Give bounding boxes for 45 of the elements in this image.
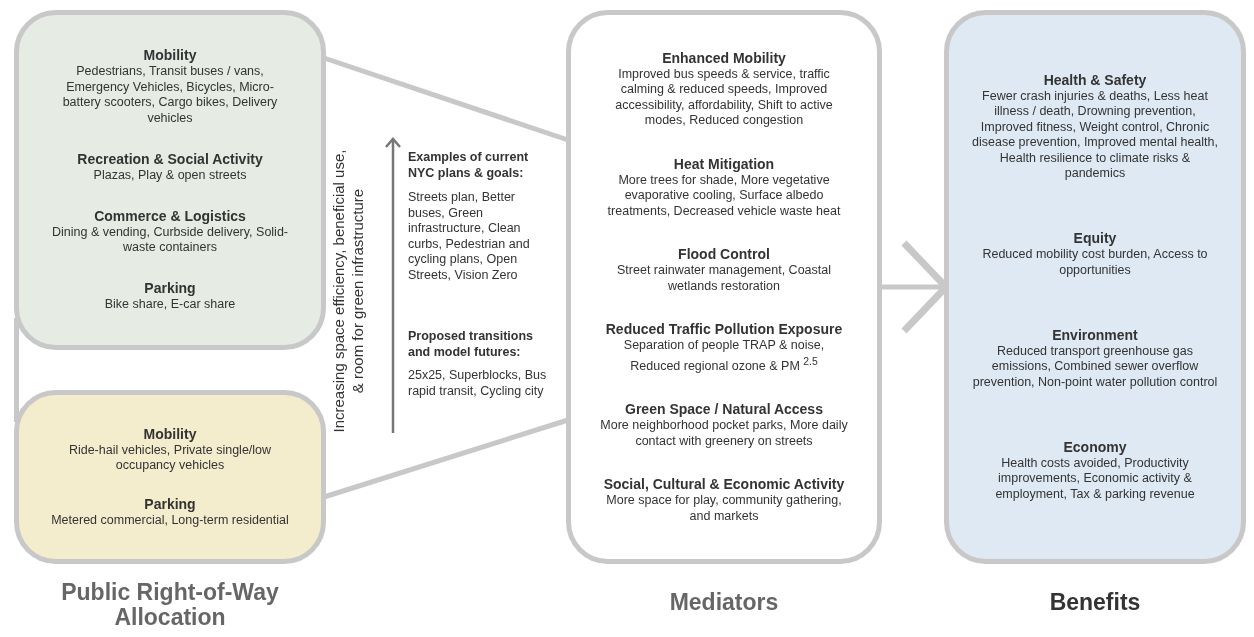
description-text: Pedestrians, Transit buses / vans, Emergency Vehicles, Bicycles, Micro-battery scooters, Cargo bikes, Delivery vehicles	[61, 64, 279, 127]
description-text: Health costs avoided, Productivity improvements, Economic activity & employment, Tax & parking revenue	[994, 455, 1196, 503]
description-text: Reduced mobility cost burden, Access to opportunities	[981, 247, 1209, 279]
section-heading: Proposed transitions and model futures:	[408, 329, 535, 361]
description-text: Street rainwater management, Coastal wetlands restoration	[616, 263, 832, 295]
section-heading: Reduced Traffic Pollution Exposure	[605, 321, 843, 339]
description-text: Metered commercial, Long-term residential	[51, 513, 289, 529]
description-text: Separation of people TRAP & noise, Reduced regional ozone & PM $^{2.5}$	[622, 338, 826, 375]
section-heading: Recreation & Social Activity	[77, 150, 263, 168]
description-text: 25x25, Superblocks, Bus rapid transit, Cycling city	[408, 368, 548, 399]
axis-label: Increasing space efficiency, beneficial use, & room for green infrastructure	[330, 148, 367, 435]
section-heading: Parking	[144, 280, 196, 298]
section-heading: Heat Mitigation	[673, 155, 775, 173]
rounded-panel	[14, 10, 326, 350]
section-heading: Enhanced Mobility	[662, 49, 786, 67]
description-text: Improved bus speeds & service, traffic calming & reduced speeds, Improved accessibility, affordability, Shift to active modes, Reduced congestion	[614, 66, 834, 129]
description-text: More space for play, community gathering, and markets	[605, 493, 843, 525]
section-heading: Health & Safety	[1043, 71, 1147, 89]
description-text: Streets plan, Better buses, Green infrastructure, Clean curbs, Pedestrian and cycling plans, Open Streets, Vision Zero	[408, 190, 531, 283]
description-text: Reduced transport greenhouse gas emissions, Combined sewer overflow prevention, Non-point water pollution control	[971, 343, 1219, 391]
section-heading: Green Space / Natural Access	[625, 401, 823, 419]
section-heading: Mobility	[143, 47, 197, 65]
section-heading: Environment	[1052, 326, 1138, 344]
rounded-panel	[944, 10, 1246, 564]
section-heading: Social, Cultural & Economic Activity	[603, 476, 845, 494]
section-heading: Parking	[144, 496, 196, 513]
description-text: Plazas, Play & open streets	[93, 167, 247, 184]
rounded-panel	[14, 390, 326, 564]
column-title: Mediators	[668, 590, 780, 615]
connector-line	[14, 318, 19, 422]
section-heading: Economy	[1063, 438, 1127, 456]
description-text: More trees for shade, More vegetative evaporative cooling, Surface albedo treatments, Decreased vehicle waste heat	[606, 172, 842, 220]
description-text: Fewer crash injuries & deaths, Less heat illness / death, Drowning prevention, Improved fitness, Weight control, Chronic disease prevention, Improved mental health, Health resilience to climate risks & pandemics	[971, 88, 1219, 182]
column-title: Benefits	[1048, 590, 1142, 615]
section-heading: Commerce & Logistics	[94, 207, 246, 225]
section-heading: Equity	[1073, 230, 1117, 248]
rounded-panel	[566, 10, 882, 564]
description-text: More neighborhood pocket parks, More daily contact with greenery on streets	[599, 418, 849, 450]
column-title: Public Right-of-Way Allocation	[60, 580, 280, 630]
section-heading: Examples of current NYC plans & goals:	[408, 150, 530, 182]
section-heading: Mobility	[143, 425, 197, 443]
description-text: Bike share, E-car share	[104, 297, 236, 313]
section-heading: Flood Control	[678, 246, 770, 264]
description-text: Ride-hail vehicles, Private single/low occupancy vehicles	[67, 442, 273, 474]
description-text: Dining & vending, Curbside delivery, Solid-waste containers	[51, 224, 289, 256]
